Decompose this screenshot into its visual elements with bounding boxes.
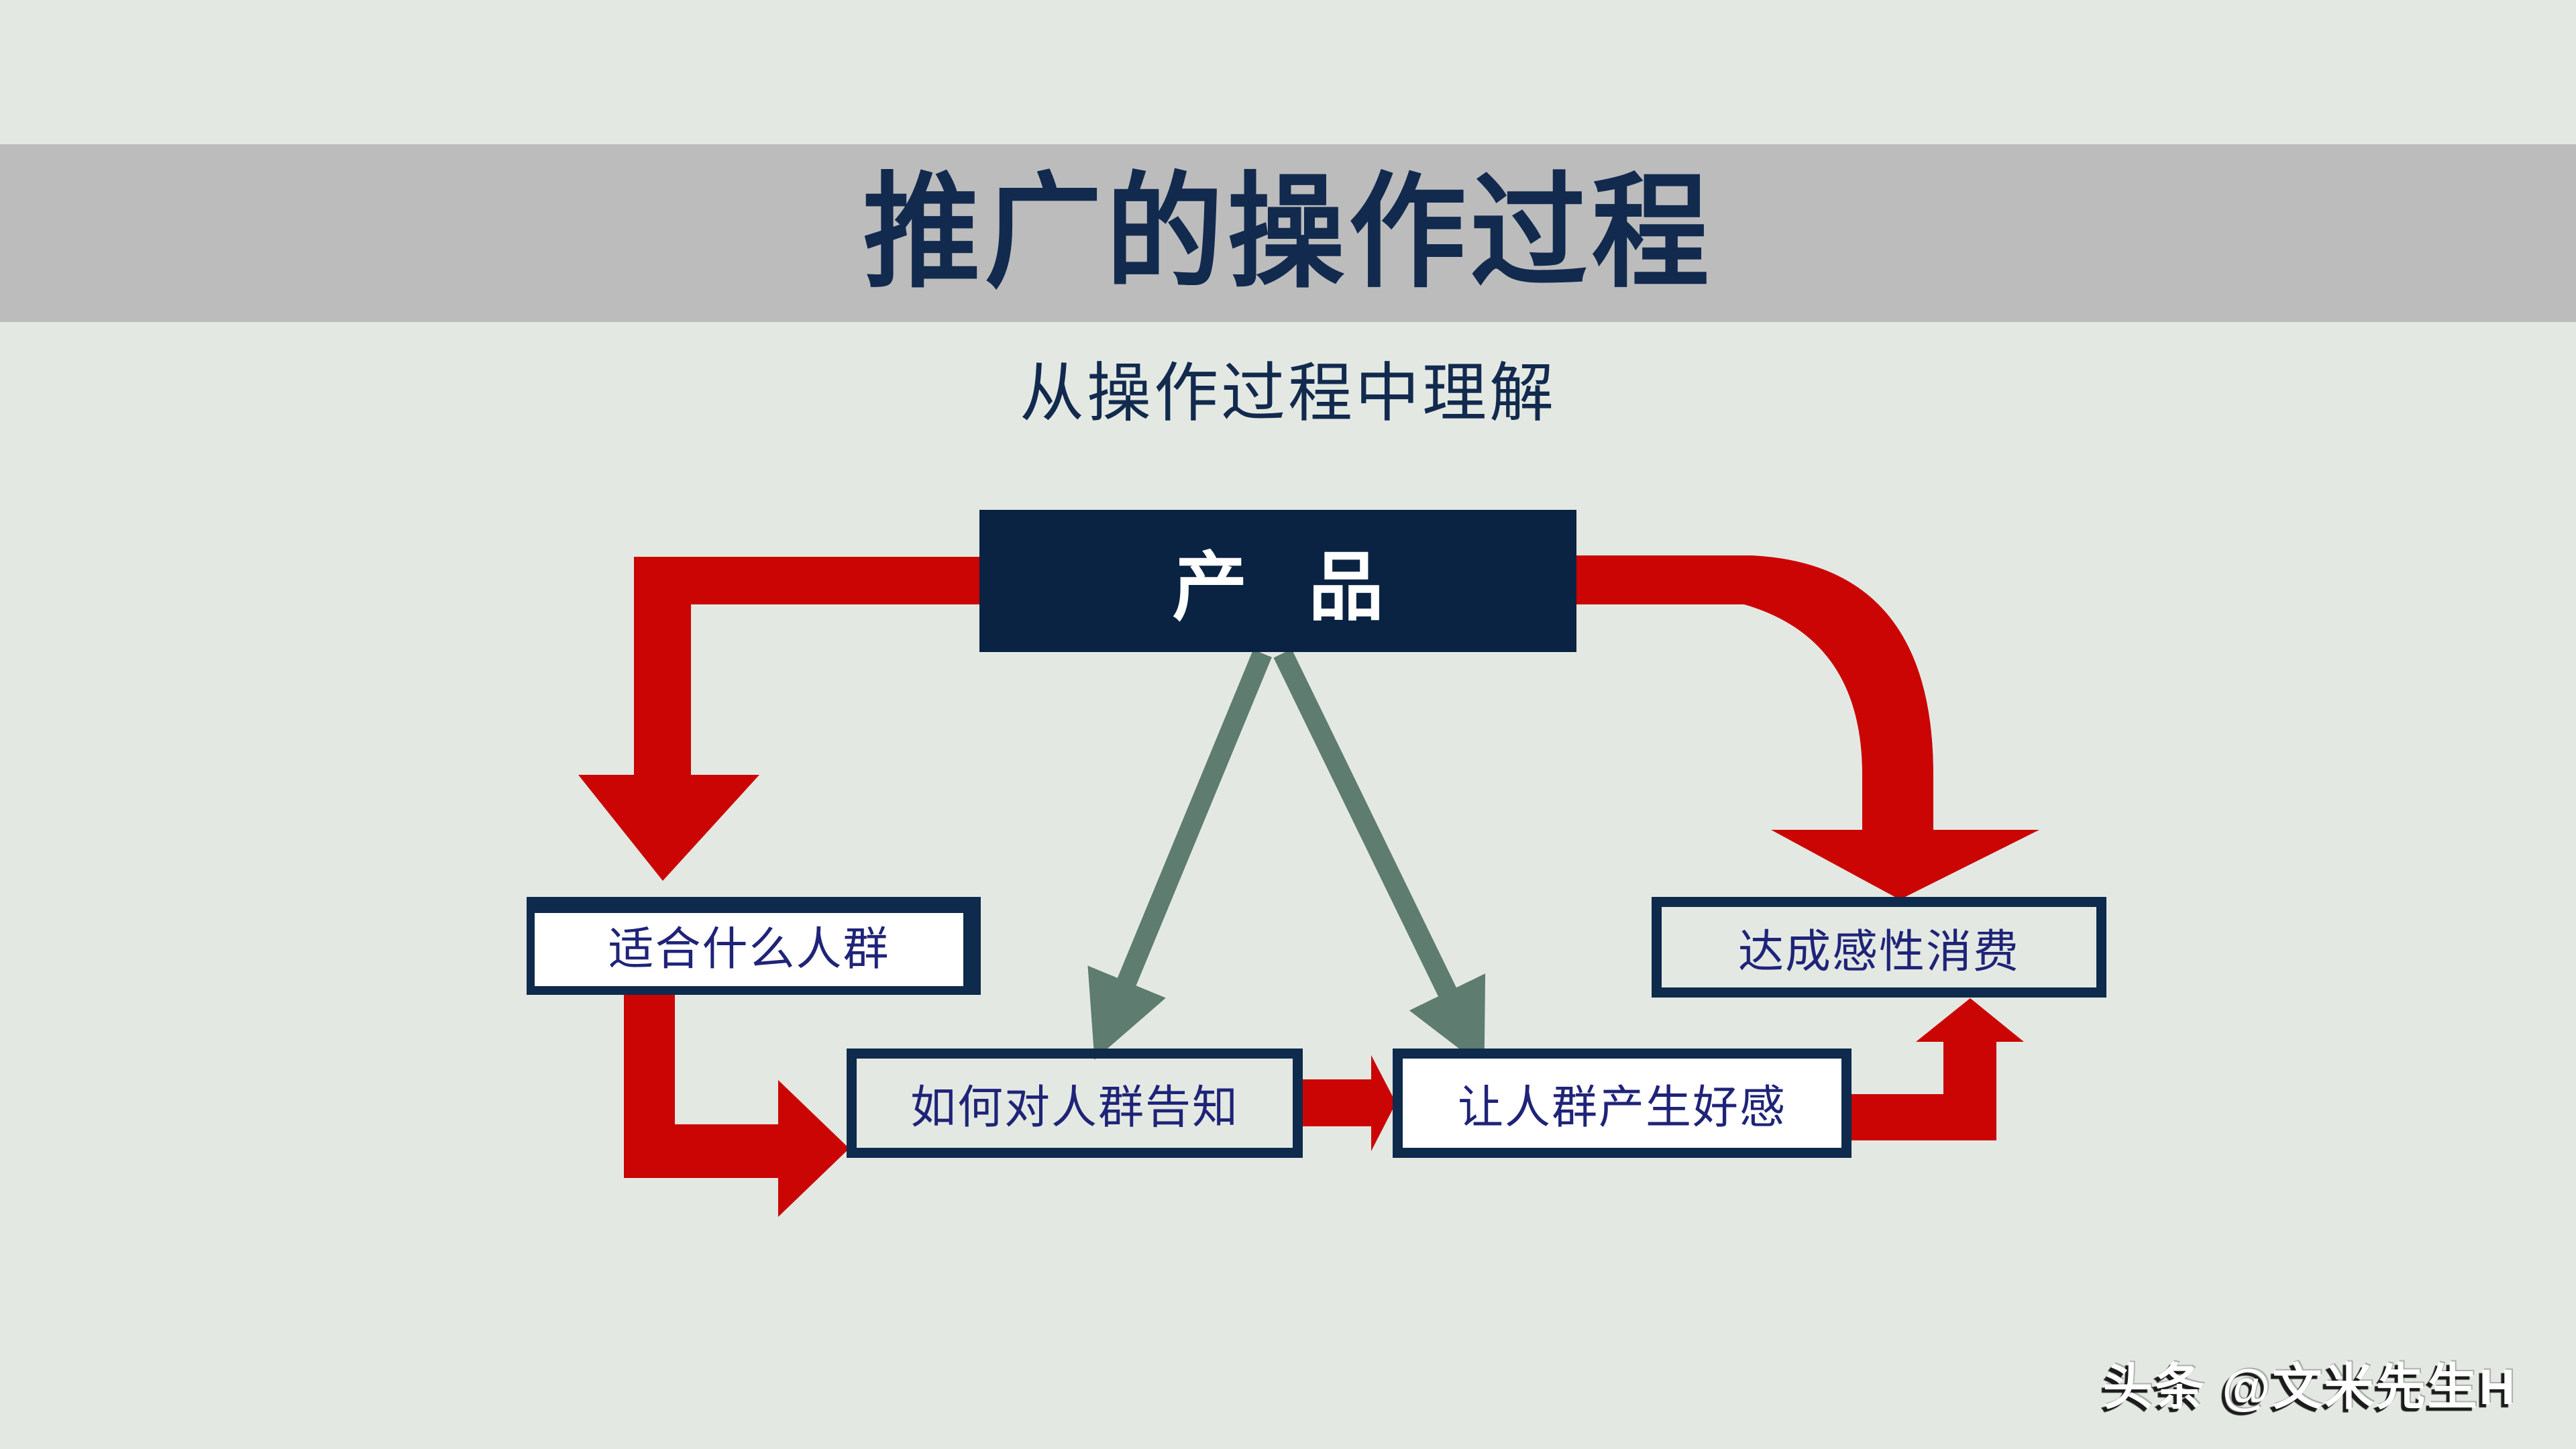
node-fit: 适合什么人群 (527, 897, 981, 995)
title-banner: 推广的操作过程 (0, 144, 2576, 322)
node-fit-label: 适合什么人群 (608, 924, 890, 975)
node-consume: 达成感性消费 (1652, 897, 2106, 998)
node-product-label: 产 品 (1172, 545, 1404, 629)
arrow-inform-to-favor (1300, 1055, 1396, 1151)
watermark: 头条 @文米先生H (2102, 1359, 2517, 1415)
arrow-product-to-fit (578, 557, 1006, 881)
arrow-product-to-inform (1087, 649, 1272, 1060)
node-consume-label: 达成感性消费 (1737, 926, 2020, 977)
node-inform-label: 如何对人群告知 (910, 1082, 1239, 1133)
node-fit-panel: 适合什么人群 (535, 913, 963, 986)
arrow-favor-to-consume (1850, 998, 2024, 1140)
node-product: 产 品 (979, 510, 1576, 652)
arrow-fit-to-inform (624, 993, 849, 1217)
arrow-product-to-consume (1563, 555, 2039, 900)
slide-subtitle: 从操作过程中理解 (1020, 357, 1556, 429)
node-inform: 如何对人群告知 (847, 1049, 1303, 1158)
node-favor: 让人群产生好感 (1393, 1049, 1851, 1158)
page-title: 推广的操作过程 (863, 164, 1713, 303)
arrow-product-to-favor (1273, 649, 1486, 1068)
node-favor-label: 让人群产生好感 (1457, 1082, 1786, 1133)
